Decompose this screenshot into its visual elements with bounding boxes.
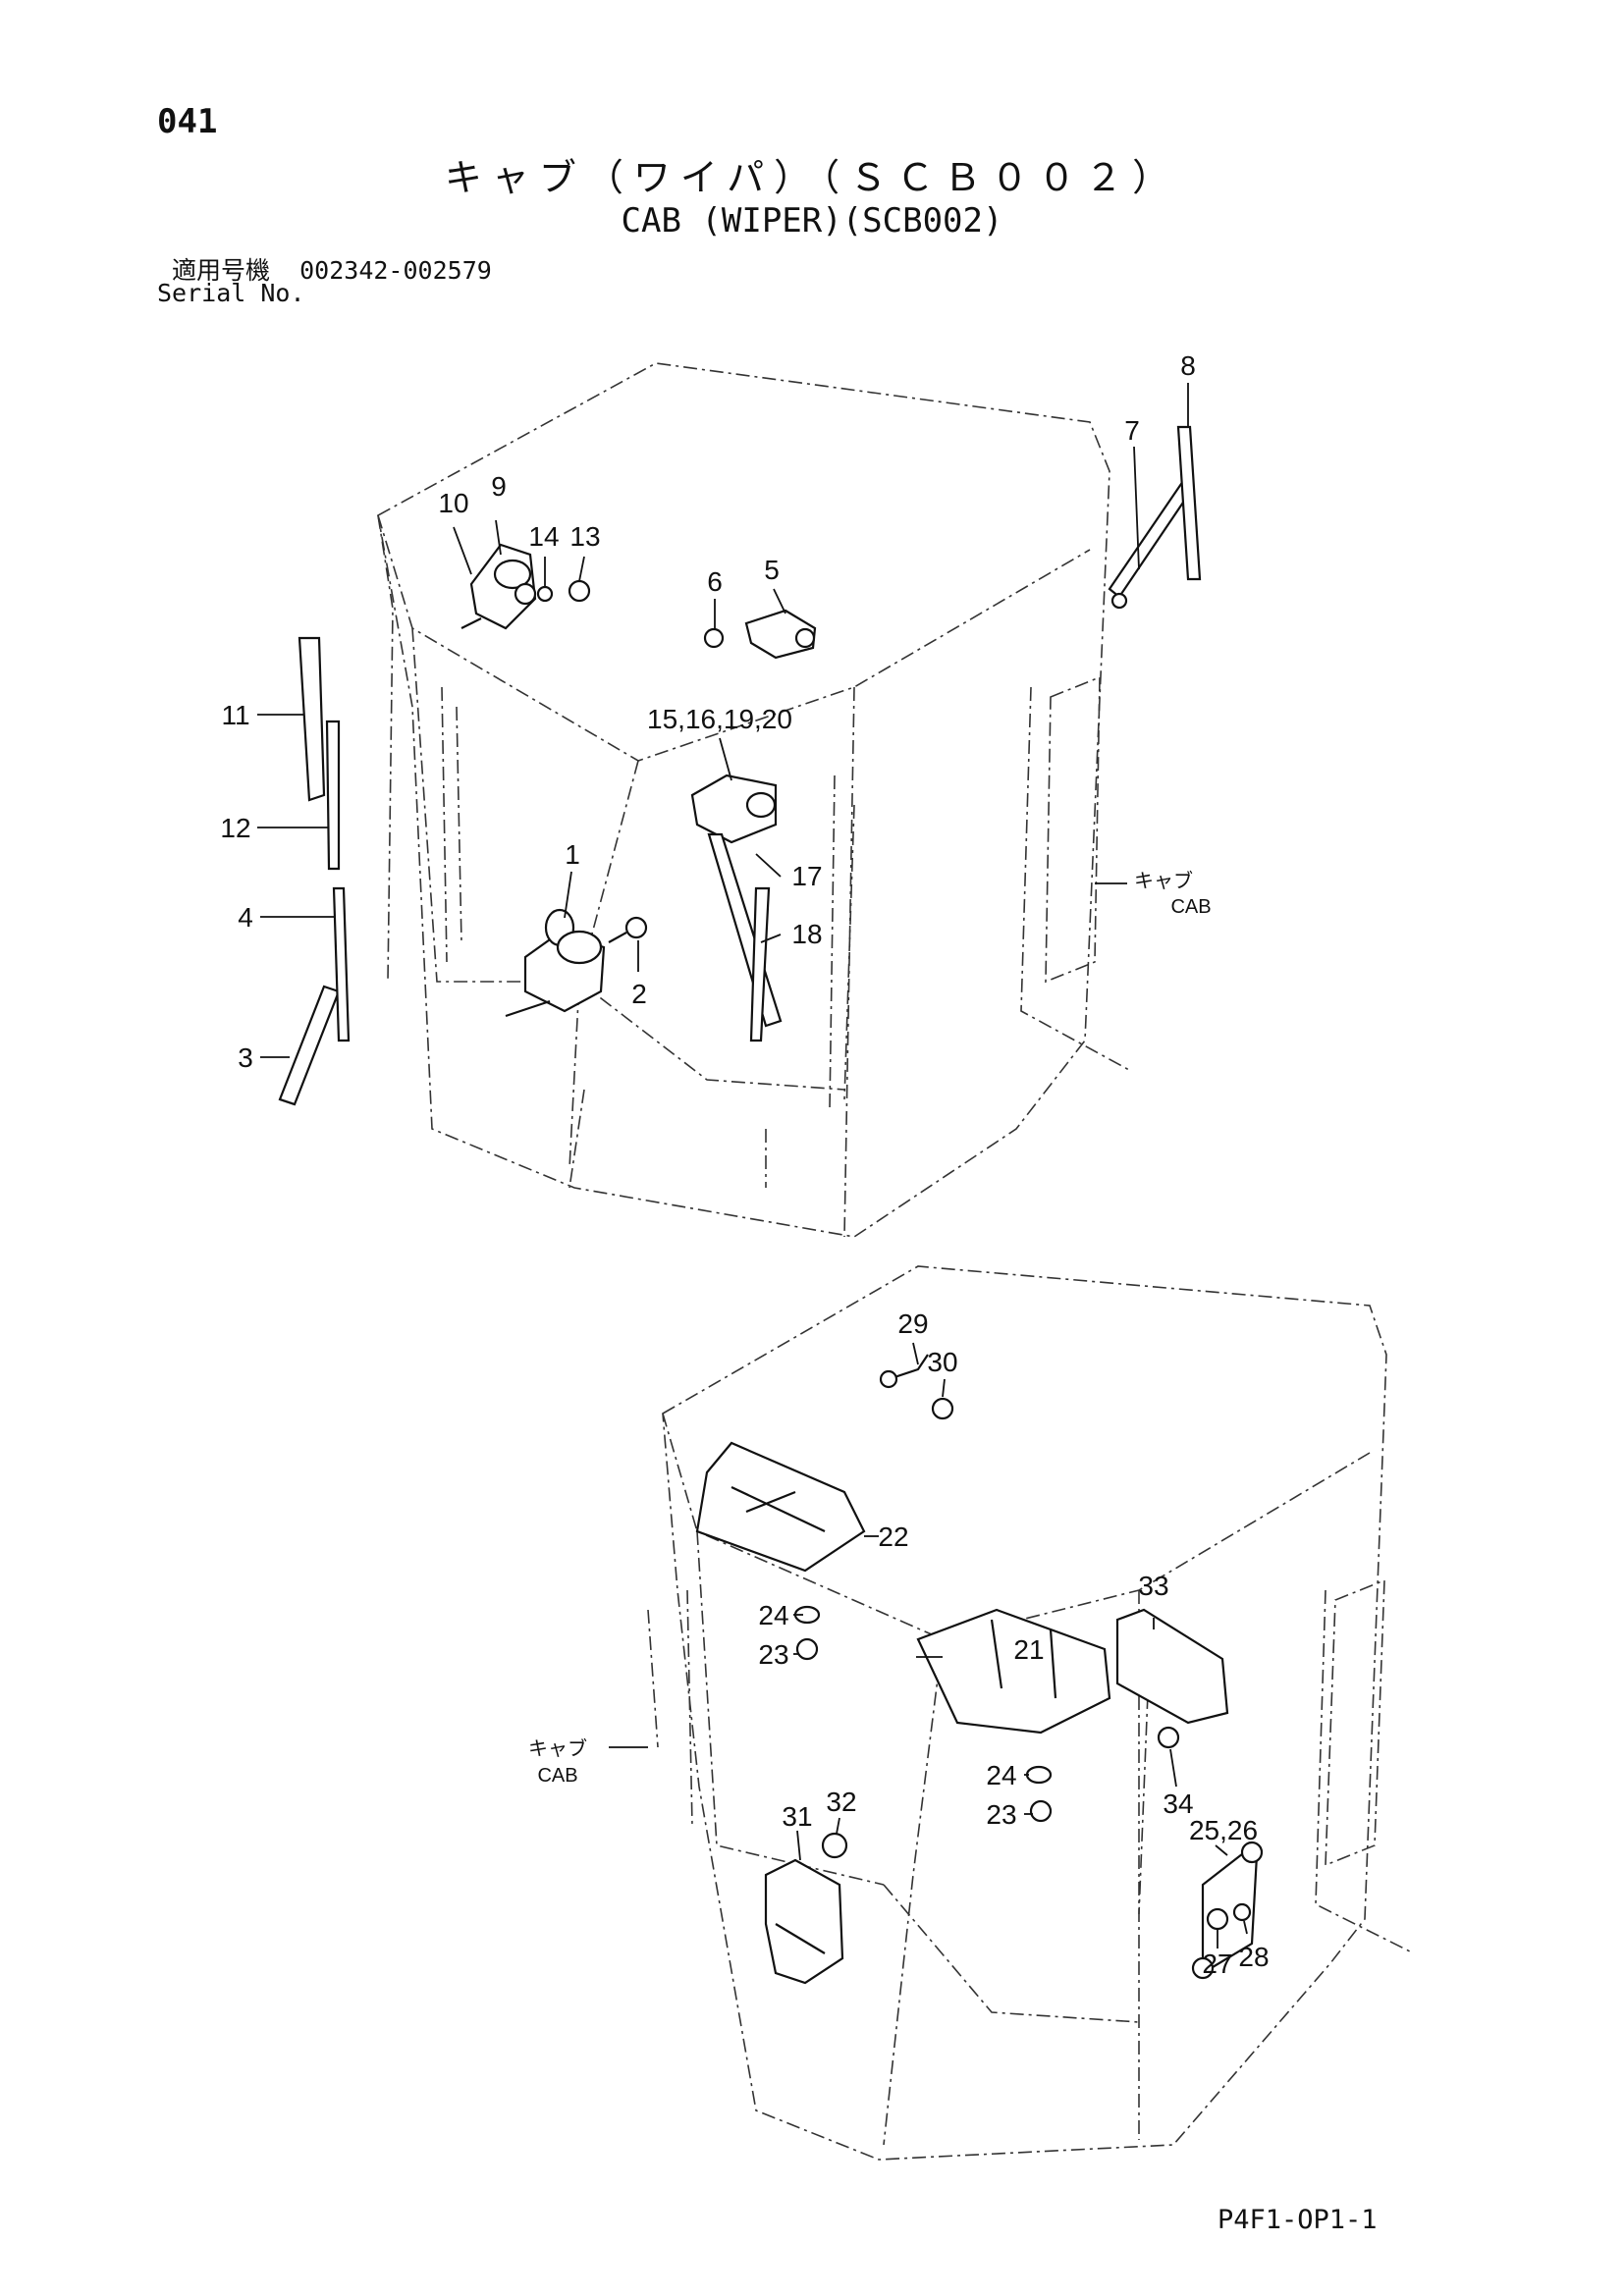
- bolt-32: [821, 1832, 848, 1859]
- cab-label-english: CAB: [1170, 896, 1211, 918]
- callout-8: 8: [1180, 350, 1196, 381]
- motor-5: [744, 609, 817, 660]
- callout-5: 5: [764, 555, 780, 585]
- callout-30: 30: [927, 1347, 957, 1377]
- bolt-27: [1206, 1907, 1229, 1931]
- callout-4: 4: [238, 902, 253, 933]
- serial-label-english: Serial No.: [157, 279, 305, 307]
- callout-22: 22: [878, 1522, 908, 1552]
- callout-9: 9: [491, 471, 507, 502]
- bolt-13: [568, 579, 591, 603]
- wiper-motor-front: [505, 908, 606, 1018]
- wiper-arm-center: [707, 832, 783, 1028]
- callout-25-26: 25,26: [1189, 1815, 1258, 1845]
- washer-24-b: [1025, 1765, 1053, 1785]
- callout-14: 14: [528, 521, 559, 552]
- page-title-english: CAB (WIPER)(SCB002): [621, 201, 1003, 240]
- bolt-23-b: [1029, 1799, 1053, 1823]
- top-callouts: 1 2 3 4 5 6 7 8 9 10 11 12 13 14 15,16,1…: [220, 350, 1211, 1073]
- bottom-leader-lines: [609, 1342, 1248, 1949]
- callout-17: 17: [791, 861, 822, 891]
- wiper-blade-lower-left: [332, 886, 351, 1042]
- cover-33: [1115, 1608, 1229, 1725]
- page-title-japanese: キャブ（ワイパ）（ＳＣＢ００２）: [444, 156, 1180, 199]
- wiper-arm-right: [1108, 479, 1195, 610]
- serial-label-japanese: 適用号機: [172, 256, 271, 285]
- bolt-6: [703, 627, 725, 649]
- callout-11: 11: [221, 700, 249, 730]
- washer-28: [1232, 1902, 1252, 1922]
- wiper-arm-upper-left: [298, 636, 326, 802]
- wiper-motor-center: [690, 774, 778, 844]
- callout-31: 31: [782, 1801, 812, 1832]
- bolt-23-a: [795, 1637, 819, 1661]
- cab-label-japanese: キャブ: [1134, 869, 1193, 892]
- bolt-34: [1157, 1726, 1180, 1749]
- callout-28: 28: [1238, 1942, 1269, 1972]
- cab-label-english-bottom: CAB: [537, 1765, 577, 1787]
- washer-14: [536, 585, 554, 603]
- callout-2: 2: [631, 979, 647, 1009]
- bolt-30: [931, 1397, 954, 1420]
- callout-15-16-19-20: 15,16,19,20: [647, 704, 792, 734]
- callout-7: 7: [1124, 415, 1140, 446]
- wiper-blade-upper-left: [325, 720, 341, 871]
- wiper-blade-center: [749, 886, 771, 1042]
- callout-33: 33: [1138, 1571, 1168, 1601]
- callout-10: 10: [438, 488, 468, 518]
- callout-24-a: 24: [758, 1600, 788, 1630]
- callout-6: 6: [707, 566, 723, 597]
- callout-13: 13: [569, 521, 600, 552]
- callout-29: 29: [897, 1308, 928, 1339]
- wiper-motor-upper: [460, 543, 537, 630]
- callout-24-b: 24: [986, 1760, 1016, 1790]
- wiper-blade-right: [1176, 425, 1202, 581]
- callout-23-b: 23: [986, 1799, 1016, 1830]
- duct-21: [916, 1608, 1111, 1735]
- serial-range: 002342-002579: [299, 256, 492, 285]
- callout-21: 21: [1013, 1634, 1044, 1665]
- handle-25-26: [1191, 1841, 1264, 1980]
- wiper-arm-lower-left: [278, 985, 341, 1106]
- top-leader-lines: [257, 383, 1189, 1058]
- cab-label-japanese-bottom: キャブ: [528, 1736, 587, 1760]
- callout-1: 1: [565, 839, 580, 870]
- bolt-2: [608, 916, 648, 943]
- serial-applicability: 適用号機 002342-002579: [172, 251, 492, 287]
- callout-32: 32: [826, 1787, 856, 1817]
- top-cab-outline: [377, 362, 1130, 1238]
- callout-3: 3: [238, 1042, 253, 1073]
- callout-18: 18: [791, 919, 822, 949]
- bottom-callouts: 21 22 23 24 23 24 25,26 27 28 29 30 31 3…: [528, 1308, 1270, 1979]
- duct-22: [695, 1441, 866, 1573]
- hook-29: [879, 1354, 929, 1389]
- page-number: 041: [157, 102, 218, 141]
- document-code: P4F1-OP1-1: [1218, 2205, 1378, 2235]
- bracket-31: [764, 1858, 844, 1985]
- callout-12: 12: [220, 813, 250, 843]
- callout-23-a: 23: [758, 1639, 788, 1670]
- callout-34: 34: [1163, 1789, 1193, 1819]
- callout-27: 27: [1202, 1949, 1232, 1979]
